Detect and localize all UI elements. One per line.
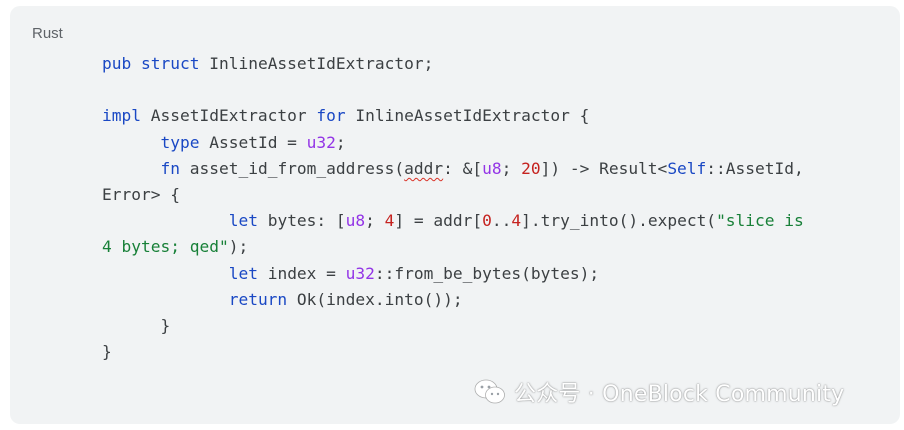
code-line: fn asset_id_from_address(addr: &[u8; 20]… <box>102 156 882 182</box>
code-token: Ok(index.into()); <box>287 289 463 309</box>
code-token: 20 <box>521 158 541 178</box>
code-token: AssetId = <box>199 132 307 152</box>
code-token: InlineAssetIdExtractor { <box>345 106 590 126</box>
code-token: ::AssetId, <box>706 158 804 178</box>
code-token: 4 <box>511 211 522 231</box>
code-token: 0 <box>482 211 492 231</box>
code-token: } <box>102 315 171 335</box>
code-token <box>102 159 160 178</box>
code-token: ].try_into().expect( <box>521 211 717 231</box>
code-token: fn <box>160 158 180 178</box>
code-token: u32 <box>345 263 375 283</box>
code-block: pub struct InlineAssetIdExtractor; impl … <box>102 51 882 365</box>
code-token <box>102 211 229 230</box>
code-token: ]) -> Result< <box>540 158 668 178</box>
code-token: asset_id_from_address( <box>179 158 405 178</box>
code-token: type <box>160 132 200 152</box>
code-token: u32 <box>306 132 336 152</box>
code-line <box>102 77 882 103</box>
code-card: Rust pub struct InlineAssetIdExtractor; … <box>10 6 900 424</box>
code-token: Self <box>667 158 707 178</box>
code-token: ; <box>335 132 346 152</box>
code-token: "slice is <box>716 211 804 231</box>
code-token: } <box>102 342 112 362</box>
code-line: type AssetId = u32; <box>102 130 882 156</box>
code-token: pub struct <box>102 54 200 73</box>
code-token: ; <box>365 211 385 231</box>
code-line: impl AssetIdExtractor for InlineAssetIdE… <box>102 103 882 129</box>
code-token: addr <box>404 158 444 178</box>
code-token: AssetIdExtractor <box>140 106 317 126</box>
code-line: let index = u32::from_be_bytes(bytes); <box>102 261 882 287</box>
code-token: 4 bytes; qed" <box>102 237 229 257</box>
code-token: : &[ <box>443 158 483 178</box>
code-token: 4 <box>384 211 395 231</box>
code-token: ] = addr[ <box>394 211 483 231</box>
code-line: let bytes: [u8; 4] = addr[0..4].try_into… <box>102 208 882 234</box>
code-line: } <box>102 339 882 365</box>
code-token: u8 <box>482 158 502 178</box>
code-line: } <box>102 313 882 339</box>
code-token: .. <box>491 211 512 231</box>
code-line: 4 bytes; qed"); <box>102 234 882 260</box>
code-line: Error> { <box>102 182 882 208</box>
code-token: ); <box>228 237 249 257</box>
code-token <box>102 133 160 152</box>
code-token: index = <box>257 263 346 283</box>
code-token: bytes: [ <box>257 211 346 231</box>
code-token: let <box>228 211 258 231</box>
code-token: InlineAssetIdExtractor; <box>199 54 434 73</box>
code-line: pub struct InlineAssetIdExtractor; <box>102 51 882 77</box>
code-token: ::from_be_bytes(bytes); <box>374 263 600 283</box>
code-token <box>102 290 229 309</box>
code-token: Error> { <box>102 184 180 204</box>
code-token: let <box>228 263 258 283</box>
code-token: impl <box>102 106 141 126</box>
code-line: return Ok(index.into()); <box>102 287 882 313</box>
code-token: return <box>228 289 288 309</box>
code-token: u8 <box>345 211 366 231</box>
code-token: ; <box>501 158 522 178</box>
watermark: 公众号 · OneBlock Community <box>474 372 844 412</box>
code-token: for <box>316 106 346 126</box>
watermark-text: 公众号 · OneBlock Community <box>514 382 845 407</box>
code-token <box>102 264 229 283</box>
language-label: Rust <box>32 25 63 42</box>
wechat-icon <box>474 379 505 404</box>
